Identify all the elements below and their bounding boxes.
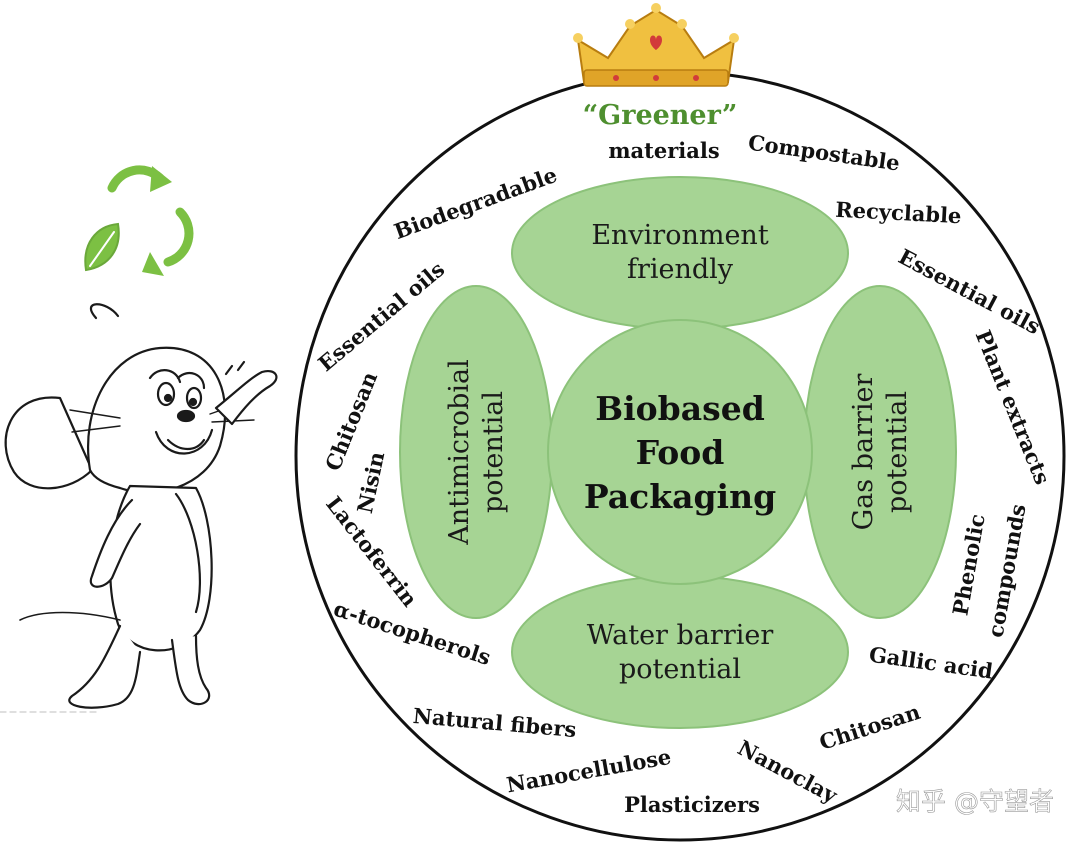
- petal-right-gas-barrier: [803, 285, 957, 619]
- petal-top-line-1: Environment: [591, 220, 769, 251]
- petal-left-line-1: Antimicrobial: [444, 359, 475, 546]
- watermark-text: 知乎 @守望者: [896, 787, 1054, 816]
- ring-label-plasticizers: Plasticizers: [624, 792, 760, 817]
- petal-bottom-line-2: potential: [619, 654, 741, 685]
- recycle-leaf-icon: [84, 165, 194, 276]
- petal-left-antimicrobial: [399, 285, 553, 619]
- center-circle: [547, 319, 813, 585]
- center-label-line-2: Food: [636, 433, 725, 472]
- ring-label-materials: materials: [608, 138, 719, 163]
- center-label-line-1: Biobased: [595, 389, 765, 428]
- petal-right-line-1: Gas barrier: [848, 374, 879, 531]
- ring-label-greener: “Greener”: [583, 100, 738, 131]
- petal-bottom-water-barrier: [511, 575, 849, 729]
- petal-top-line-2: friendly: [627, 254, 734, 285]
- petal-right-line-2: potential: [882, 391, 913, 513]
- petal-bottom-line-1: Water barrier: [587, 620, 774, 651]
- petal-top-environment: [511, 176, 849, 330]
- crown-icon: [573, 3, 739, 87]
- petal-left-line-2: potential: [478, 391, 509, 513]
- cartoon-mouse-illustration: [0, 303, 278, 713]
- center-label-line-3: Packaging: [584, 477, 776, 516]
